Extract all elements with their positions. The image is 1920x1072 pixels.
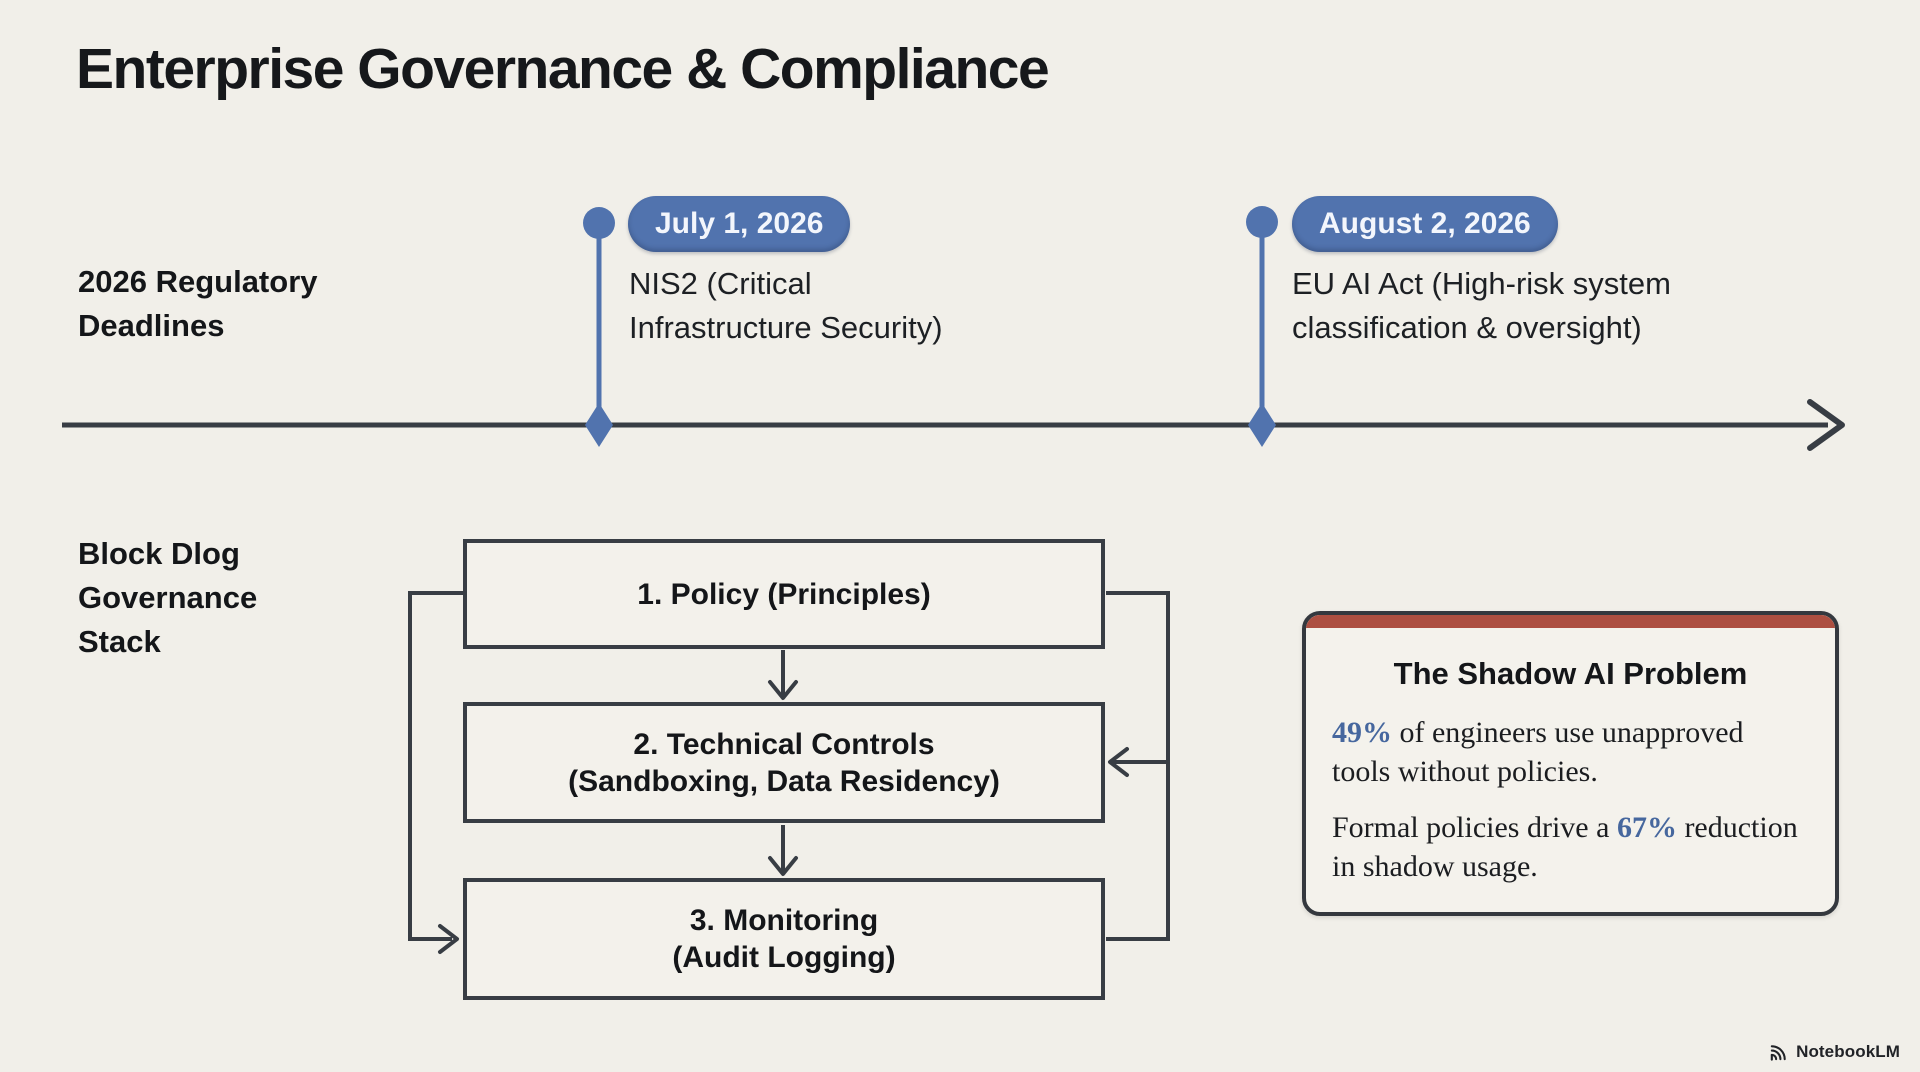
flow-box-technical-controls: 2. Technical Controls (Sandboxing, Data … [463, 702, 1105, 823]
milestone-description: EU AI Act (High-risk system classificati… [1292, 266, 1671, 345]
timeline-row-label: 2026 Regulatory Deadlines [78, 264, 318, 343]
connector-left-loop [408, 591, 463, 941]
milestone-description: NIS2 (Critical Infrastructure Security) [629, 266, 943, 345]
milestone-marker-circle-icon [1246, 206, 1278, 238]
milestone-marker-circle-icon [583, 207, 615, 239]
notebooklm-label: NotebookLM [1796, 1042, 1900, 1061]
stat-text: of engineers use unapproved tools withou… [1332, 716, 1744, 788]
page-title: Enterprise Governance & Compliance [76, 37, 1050, 101]
arrow-down-icon [768, 856, 798, 876]
stat-text: reduction in shadow usage. [1332, 811, 1798, 883]
milestone-date-pill: July 1, 2026 [628, 196, 851, 252]
arrow-right-icon [438, 924, 459, 954]
governance-stack-label: Block Dlog Governance Stack [78, 536, 258, 659]
milestone-marker-diamond-icon [1248, 403, 1276, 447]
arrow-left-icon [1108, 747, 1129, 777]
milestone-marker-diamond-icon [585, 403, 613, 447]
connector-right-loop [1106, 591, 1170, 941]
timeline-arrow-icon [1807, 399, 1845, 451]
arrow-down-icon [768, 680, 798, 700]
milestone-date-pill: August 2, 2026 [1292, 196, 1558, 252]
card-title: The Shadow AI Problem [1393, 656, 1748, 691]
flow-box-label: 2. Technical Controls (Sandboxing, Data … [568, 727, 1000, 798]
stat-value: 67% [1616, 811, 1677, 844]
card-body: 49% of engineers use unapproved tools wi… [1306, 713, 1835, 886]
flow-box-policy: 1. Policy (Principles) [463, 539, 1105, 649]
flow-box-label: 1. Policy (Principles) [637, 577, 931, 611]
stat-value: 49% [1332, 716, 1392, 749]
shadow-ai-card: The Shadow AI Problem 49% of engineers u… [1302, 611, 1839, 916]
stat-line: 49% of engineers use unapproved tools wi… [1332, 713, 1809, 791]
notebooklm-watermark: NotebookLM [1768, 1042, 1900, 1062]
notebooklm-logo-icon [1768, 1044, 1789, 1061]
flow-box-monitoring: 3. Monitoring (Audit Logging) [463, 878, 1105, 1000]
card-accent-bar [1306, 615, 1835, 628]
flow-box-label: 3. Monitoring (Audit Logging) [672, 904, 896, 974]
stat-line: Formal policies drive a 67% reduction in… [1332, 808, 1809, 886]
stat-text: Formal policies drive a [1332, 811, 1617, 844]
